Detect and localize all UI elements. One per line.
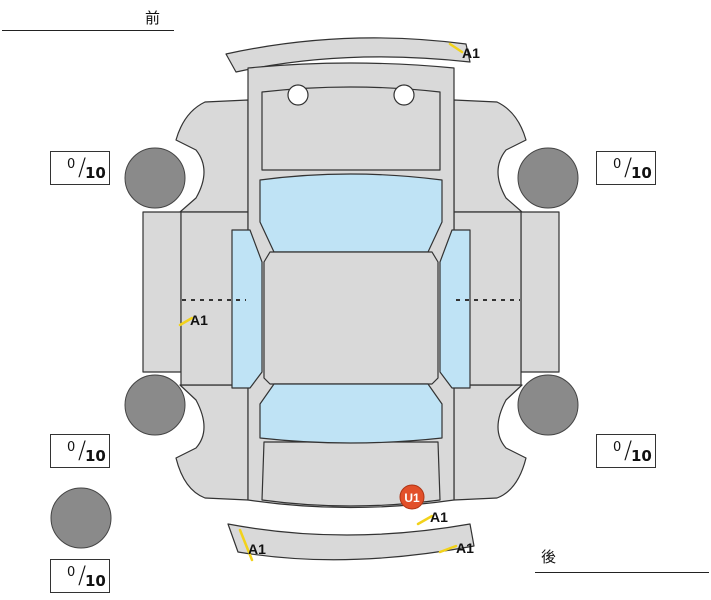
- damage-label-rear-bumper-left: A1: [248, 541, 266, 557]
- u1-badge-circle: [399, 484, 425, 510]
- left-headlight: [287, 84, 309, 106]
- right-outer-sill: [520, 211, 560, 373]
- right-side-window: [439, 229, 471, 389]
- marker-line-left-door: [178, 316, 194, 327]
- damage-label-front-bumper: A1: [462, 45, 480, 61]
- tire-rear-left: [124, 374, 186, 436]
- tread-box-rear-right: 0 / 10: [596, 434, 656, 468]
- rear-bumper: [227, 523, 475, 561]
- tread-box-rear-left: 0 / 10: [50, 434, 110, 468]
- tread-max: 10: [85, 572, 106, 590]
- tread-max: 10: [631, 447, 652, 465]
- tire-front-right: [517, 147, 579, 209]
- damage-label-rear-right: A1: [430, 509, 448, 525]
- tread-slash: /: [624, 153, 633, 181]
- rear-right-fender: [453, 384, 527, 501]
- tire-spare: [50, 487, 112, 549]
- left-outer-sill: [142, 211, 182, 373]
- front-underline: [2, 30, 174, 31]
- tread-slash: /: [78, 153, 87, 181]
- front-label: 前: [145, 9, 161, 27]
- tread-value: 0: [67, 565, 76, 580]
- left-side-window: [231, 229, 263, 389]
- tread-value: 0: [613, 157, 622, 172]
- tread-value: 0: [67, 157, 76, 172]
- windshield: [259, 173, 443, 253]
- tread-box-front-left: 0 / 10: [50, 151, 110, 185]
- roof: [263, 251, 439, 385]
- tread-slash: /: [78, 436, 87, 464]
- tread-max: 10: [85, 447, 106, 465]
- tread-max: 10: [631, 164, 652, 182]
- front-bumper: [225, 37, 471, 73]
- rear-window: [259, 383, 443, 444]
- marker-line-front-bumper: [448, 42, 464, 54]
- tread-value: 0: [67, 440, 76, 455]
- tire-rear-right: [517, 374, 579, 436]
- marker-line-rear-bumper-left: [238, 528, 254, 562]
- tread-value: 0: [613, 440, 622, 455]
- rear-left-fender: [175, 384, 249, 501]
- front-left-fender: [175, 99, 249, 213]
- marker-line-rear-bumper-right: [438, 544, 458, 554]
- tread-box-front-right: 0 / 10: [596, 151, 656, 185]
- damage-label-left-door: A1: [190, 312, 208, 328]
- u1-badge-label: U1: [404, 491, 420, 505]
- rear-underline: [535, 572, 709, 573]
- rear-label: 後: [541, 548, 557, 566]
- right-headlight: [393, 84, 415, 106]
- tread-box-spare: 0 / 10: [50, 559, 110, 593]
- tread-slash: /: [624, 436, 633, 464]
- damage-label-rear-bumper-right: A1: [456, 540, 474, 556]
- tread-max: 10: [85, 164, 106, 182]
- marker-line-rear-right: [416, 514, 434, 526]
- front-right-fender: [453, 99, 527, 213]
- tread-slash: /: [78, 561, 87, 589]
- tire-front-left: [124, 147, 186, 209]
- trunk-lid: [261, 441, 441, 507]
